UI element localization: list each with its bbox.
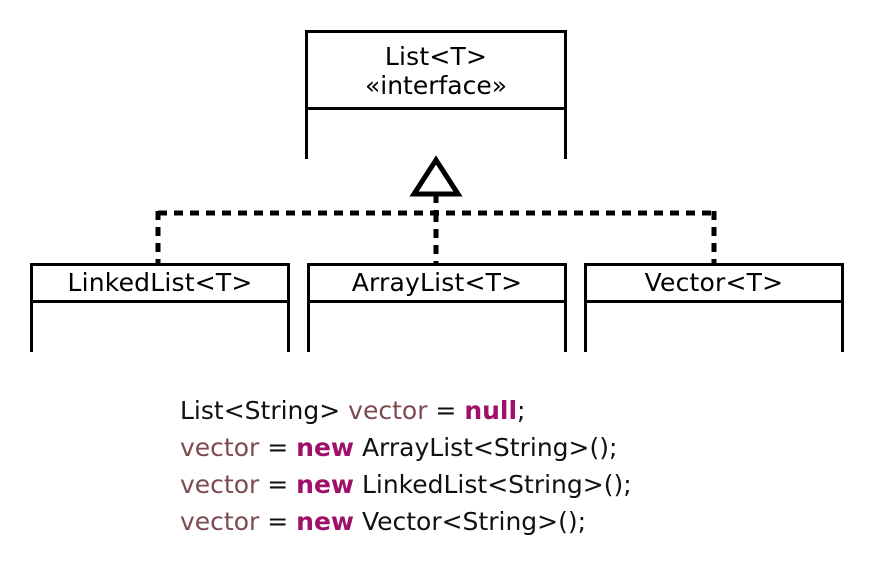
uml-class-members-compartment <box>310 303 564 352</box>
code-token-plain: List<String> <box>180 396 341 425</box>
uml-class-name: LinkedList<T> <box>67 268 253 298</box>
code-token-var: vector <box>348 396 428 425</box>
uml-stereotype: «interface» <box>364 71 508 100</box>
uml-class-box-arraylist[interactable]: ArrayList<T> <box>307 263 567 352</box>
code-token-plain: = <box>427 396 465 425</box>
code-line: vector = new ArrayList<String>(); <box>180 429 632 466</box>
uml-class-name: Vector<T> <box>644 268 784 298</box>
code-token-var: vector <box>180 507 260 536</box>
uml-class-members-compartment <box>587 303 841 352</box>
code-token-kw: new <box>296 433 354 462</box>
uml-class-header: Vector<T> <box>587 266 841 303</box>
uml-class-header: LinkedList<T> <box>33 266 287 303</box>
code-token-plain: LinkedList<String>(); <box>354 470 632 499</box>
code-token-kw: new <box>296 507 354 536</box>
uml-class-box-vector[interactable]: Vector<T> <box>584 263 844 352</box>
hollow-triangle-arrowhead-icon <box>409 155 463 197</box>
code-token-var: vector <box>180 470 260 499</box>
code-token-plain: = <box>259 433 297 462</box>
uml-class-box-list-interface[interactable]: List<T> «interface» <box>305 30 567 159</box>
code-token-var: vector <box>180 433 260 462</box>
uml-class-header: ArrayList<T> <box>310 266 564 303</box>
code-line: vector = new Vector<String>(); <box>180 503 632 540</box>
uml-class-name: ArrayList<T> <box>351 268 523 298</box>
code-line: List<String> vector = null; <box>180 392 632 429</box>
code-token-plain: ArrayList<String>(); <box>354 433 618 462</box>
java-code-sample: List<String> vector = null; vector = new… <box>180 392 632 540</box>
code-token-plain: Vector<String>(); <box>354 507 587 536</box>
uml-class-members-compartment <box>33 303 287 352</box>
uml-class-box-linkedlist[interactable]: LinkedList<T> <box>30 263 290 352</box>
code-token-kw: null <box>464 396 518 425</box>
code-line: vector = new LinkedList<String>(); <box>180 466 632 503</box>
code-token-punct: ; <box>517 396 526 425</box>
code-token-plain: = <box>259 507 297 536</box>
uml-class-header: List<T> «interface» <box>308 33 564 110</box>
code-token-plain: = <box>259 470 297 499</box>
code-token-kw: new <box>296 470 354 499</box>
uml-class-name: List<T> <box>384 41 488 71</box>
uml-class-members-compartment <box>308 110 564 159</box>
code-token-plain <box>340 396 348 425</box>
